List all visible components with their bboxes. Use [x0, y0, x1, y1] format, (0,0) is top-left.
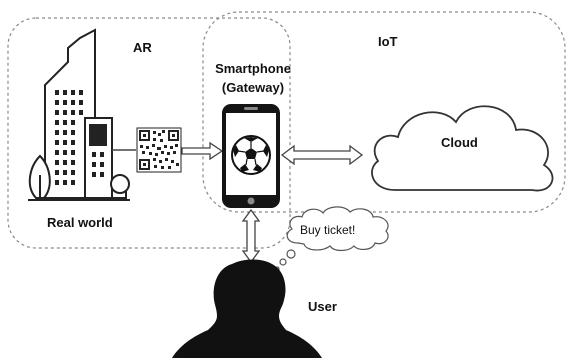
cloud-label: Cloud	[441, 135, 478, 150]
thought-bubble-icon	[274, 206, 389, 272]
real-world-label: Real world	[47, 215, 113, 230]
phone-cloud-arrow	[280, 144, 364, 166]
ar-label: AR	[133, 40, 152, 55]
iot-label: IoT	[378, 34, 398, 49]
qr-to-phone-arrow	[181, 141, 224, 161]
iot-region	[202, 11, 566, 213]
building-icon	[28, 28, 130, 201]
gateway-label: (Gateway)	[221, 80, 285, 95]
qr-code-icon	[136, 127, 182, 173]
user-label: User	[308, 299, 337, 314]
ar-region	[7, 17, 291, 249]
cloud-icon	[371, 105, 554, 192]
building-windows	[55, 90, 104, 185]
speech-text: Buy ticket!	[300, 223, 356, 237]
user-silhouette-icon	[172, 259, 322, 358]
soccer-ball-icon	[231, 135, 271, 175]
phone-user-arrow	[241, 208, 261, 264]
smartphone-label: Smartphone	[215, 61, 291, 76]
